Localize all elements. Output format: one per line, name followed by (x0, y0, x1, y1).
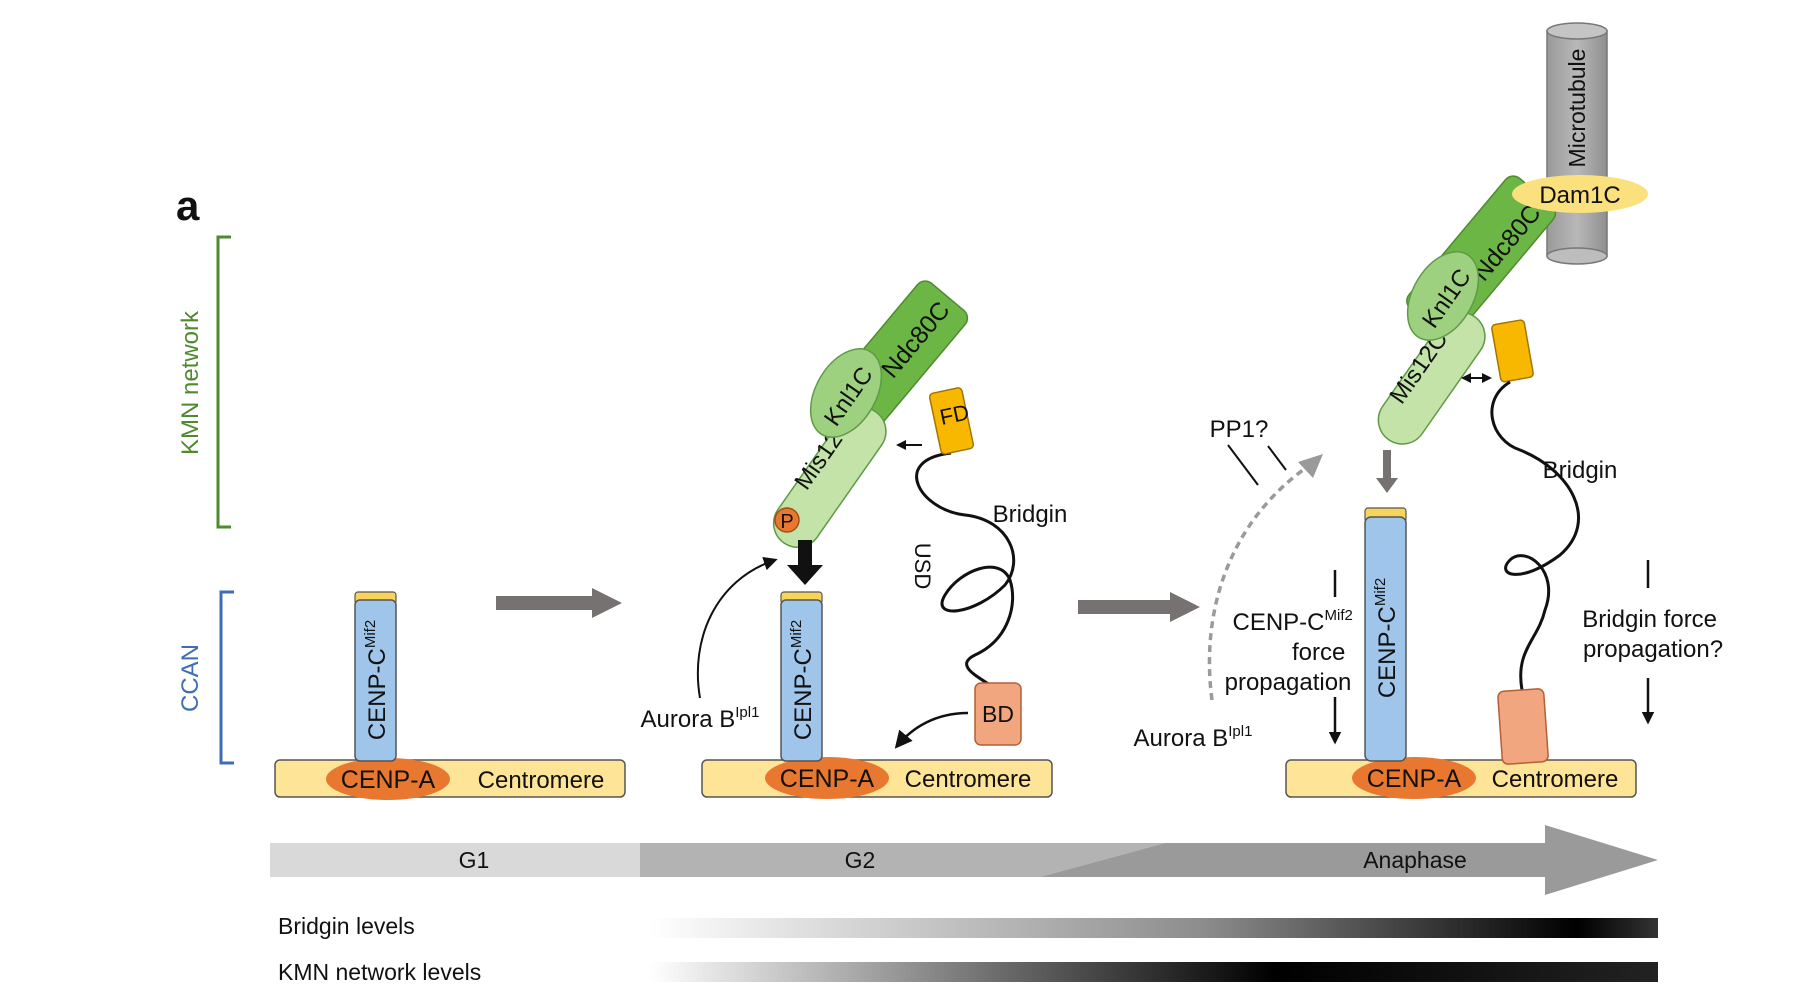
microtubule-label: Microtubule (1564, 49, 1590, 168)
g2-aurora-label: Aurora BIpl1 (641, 704, 760, 733)
g2-phospho-label: P (780, 511, 793, 533)
ccan-bracket-label: CCAN (177, 644, 204, 712)
g2-phospho-site (774, 507, 800, 533)
ccan-bracket: CCAN (177, 590, 234, 765)
kmn-levels-label: KMN network levels (278, 959, 481, 984)
anaphase-aurora-arrowhead (1298, 454, 1323, 478)
anaphase-aurora-dashed-arrow (1207, 463, 1311, 701)
phase-label-g2: G2 (845, 847, 876, 873)
g1-cenpa-label: CENP-A (341, 766, 436, 794)
timeline-anaphase-segment (1040, 825, 1658, 895)
g2-cenpc-label: CENP-CMif2 (788, 620, 817, 740)
g2-bd-to-centromere-arrow (894, 711, 969, 749)
timeline-g1-segment (270, 843, 640, 877)
g2-usd-label: USD (910, 543, 935, 589)
anaphase-cenpc-label: CENP-CMif2 (1372, 578, 1401, 698)
kmn-network-bracket: KMN network (177, 235, 231, 529)
g2-centromere-label: Centromere (905, 766, 1032, 793)
bridgin-levels-gradient (650, 918, 1658, 938)
panel-label: a (176, 182, 200, 229)
timeline-g2-segment (640, 843, 1165, 877)
kmn-network-bracket-label: KMN network (177, 310, 204, 455)
g2-knl1c (809, 348, 883, 438)
g1-cenpa (326, 758, 450, 800)
anaphase-mis12c (1377, 311, 1486, 445)
g2-kmn-binding-arrow (787, 540, 823, 585)
pp1-label: PP1? (1210, 416, 1269, 443)
anaphase-cenpa-label: CENP-A (1367, 765, 1462, 793)
g1-to-g2-arrow (496, 588, 622, 618)
anaphase-bridgin-linker (1490, 380, 1580, 691)
bridgin-force-label: Bridgin force propagation? (1582, 606, 1723, 663)
anaphase-fd-domain (1491, 319, 1534, 383)
g2-stage: CENP-A Centromere CENP-CMif2 Ndc80C Mis1… (641, 280, 1068, 799)
cell-cycle-timeline: G1 G2 Anaphase (270, 825, 1658, 895)
g2-fd-label: FD (937, 399, 971, 430)
phase-label-anaphase: Anaphase (1363, 847, 1467, 873)
anaphase-bd-domain (1497, 688, 1549, 765)
g2-to-anaphase-arrow (1078, 592, 1200, 622)
g2-cenpa (765, 757, 889, 799)
anaphase-stage: CENP-A Centromere CENP-CMif2 Microtubule… (1134, 22, 1723, 799)
g2-fd-domain (928, 387, 975, 455)
g1-cenpc-label: CENP-CMif2 (362, 620, 391, 740)
anaphase-kmn-to-cenpc-arrow (1376, 450, 1398, 493)
microtubule-body (1546, 30, 1608, 257)
pp1-inhibition-line (1227, 444, 1287, 486)
phase-label-g1: G1 (459, 847, 490, 873)
g2-bridgin-linker (915, 451, 1016, 687)
microtubule-top (1546, 22, 1608, 40)
anaphase-cenpc (1364, 516, 1407, 762)
dam1c-label: Dam1C (1539, 182, 1620, 209)
g2-bridgin-label: Bridgin (993, 501, 1068, 528)
g2-mis12c (772, 406, 887, 548)
anaphase-bridgin-label: Bridgin (1543, 457, 1618, 484)
protein-level-bars: Bridgin levels KMN network levels (278, 913, 1658, 984)
dam1c-ring (1512, 175, 1648, 213)
g2-cenpa-label: CENP-A (780, 765, 875, 793)
g2-bd-label: BD (982, 701, 1014, 727)
anaphase-aurora-label: Aurora BIpl1 (1134, 723, 1253, 752)
cenpc-force-label: CENP-CMif2 force propagation (1225, 599, 1360, 696)
anaphase-knl1c (1406, 251, 1480, 341)
g1-cenpc (354, 599, 397, 762)
g1-stage: CENP-A Centromere CENP-CMif2 (274, 591, 626, 800)
microtubule-bottom (1546, 247, 1608, 265)
anaphase-cenpa (1352, 757, 1476, 799)
bridgin-levels-label: Bridgin levels (278, 913, 415, 939)
g2-cenpc (780, 599, 823, 762)
kmn-levels-gradient (650, 962, 1658, 982)
g2-aurora-arrow (696, 556, 778, 699)
g1-centromere-label: Centromere (478, 767, 605, 794)
anaphase-centromere-label: Centromere (1492, 766, 1619, 793)
g2-bd-domain (974, 682, 1022, 746)
